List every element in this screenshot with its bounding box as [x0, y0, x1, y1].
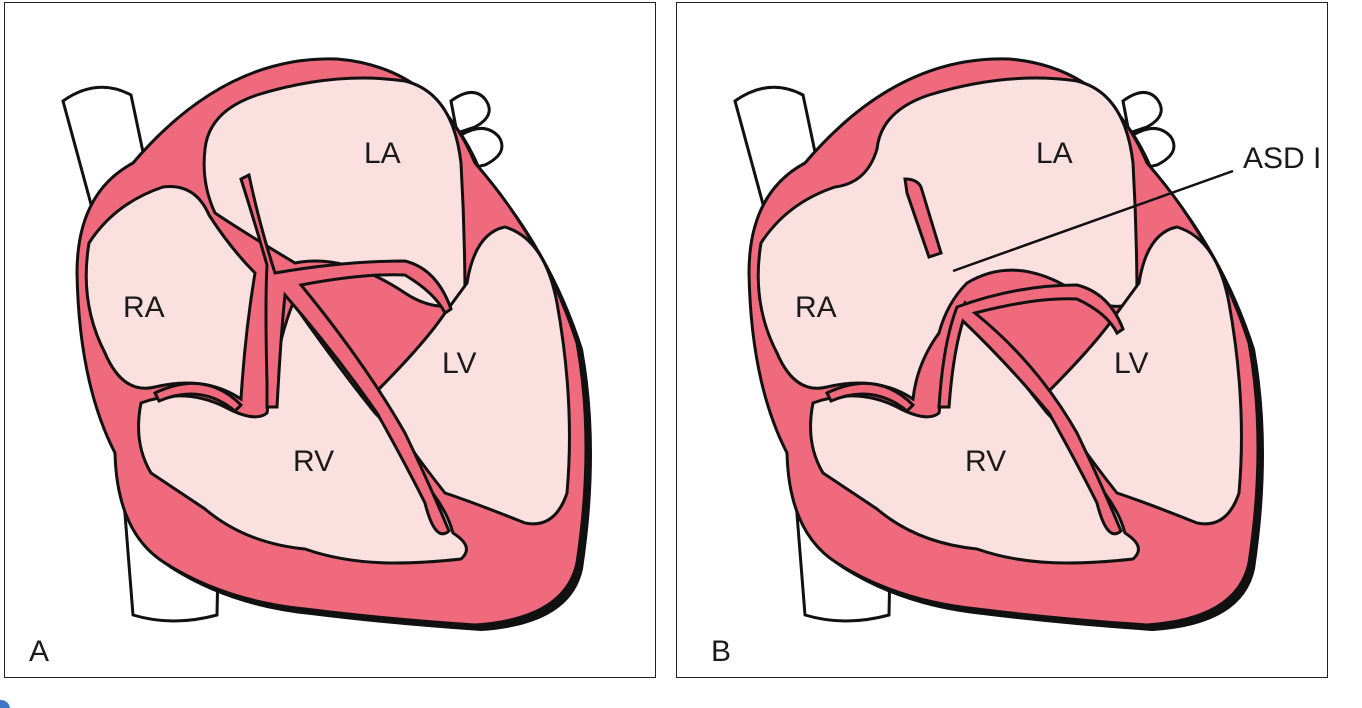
right-ventricle-chamber	[809, 299, 1140, 565]
label-rv: RV	[965, 445, 1007, 478]
left-atrium-chamber	[202, 76, 467, 308]
label-ra: RA	[795, 291, 837, 324]
tricuspid-leaflet	[824, 381, 916, 414]
interventricular-septum	[937, 283, 1125, 536]
figure-caption-strip	[0, 692, 1362, 708]
label-rv: RV	[293, 445, 335, 478]
panel-letter-b: B	[711, 635, 732, 668]
right-atrium-chamber	[84, 185, 257, 402]
heart-diagram-b	[733, 57, 1264, 632]
pulmonary-vein-upper	[449, 91, 491, 135]
label-asd: ASD I	[1243, 142, 1322, 175]
label-la: LA	[364, 137, 401, 170]
label-ra: RA	[123, 291, 165, 324]
caption-marker-icon	[0, 700, 10, 708]
panel-b-asd-heart: LA RA LV RV ASD I B	[676, 2, 1328, 678]
label-lv: LV	[1114, 347, 1149, 380]
panel-a-normal-heart: LA RA LV RV A	[4, 2, 656, 678]
label-lv: LV	[442, 347, 477, 380]
pulmonary-vein-upper	[1121, 91, 1163, 135]
label-la: LA	[1036, 137, 1073, 170]
heart-diagram-a	[61, 57, 592, 632]
right-ventricle-chamber	[137, 299, 468, 565]
interventricular-septum	[239, 172, 453, 536]
tricuspid-leaflet	[152, 381, 244, 414]
asd-leader-line	[952, 169, 1234, 273]
septum-primum-remnant	[903, 177, 943, 259]
panel-letter-a: A	[29, 635, 50, 668]
